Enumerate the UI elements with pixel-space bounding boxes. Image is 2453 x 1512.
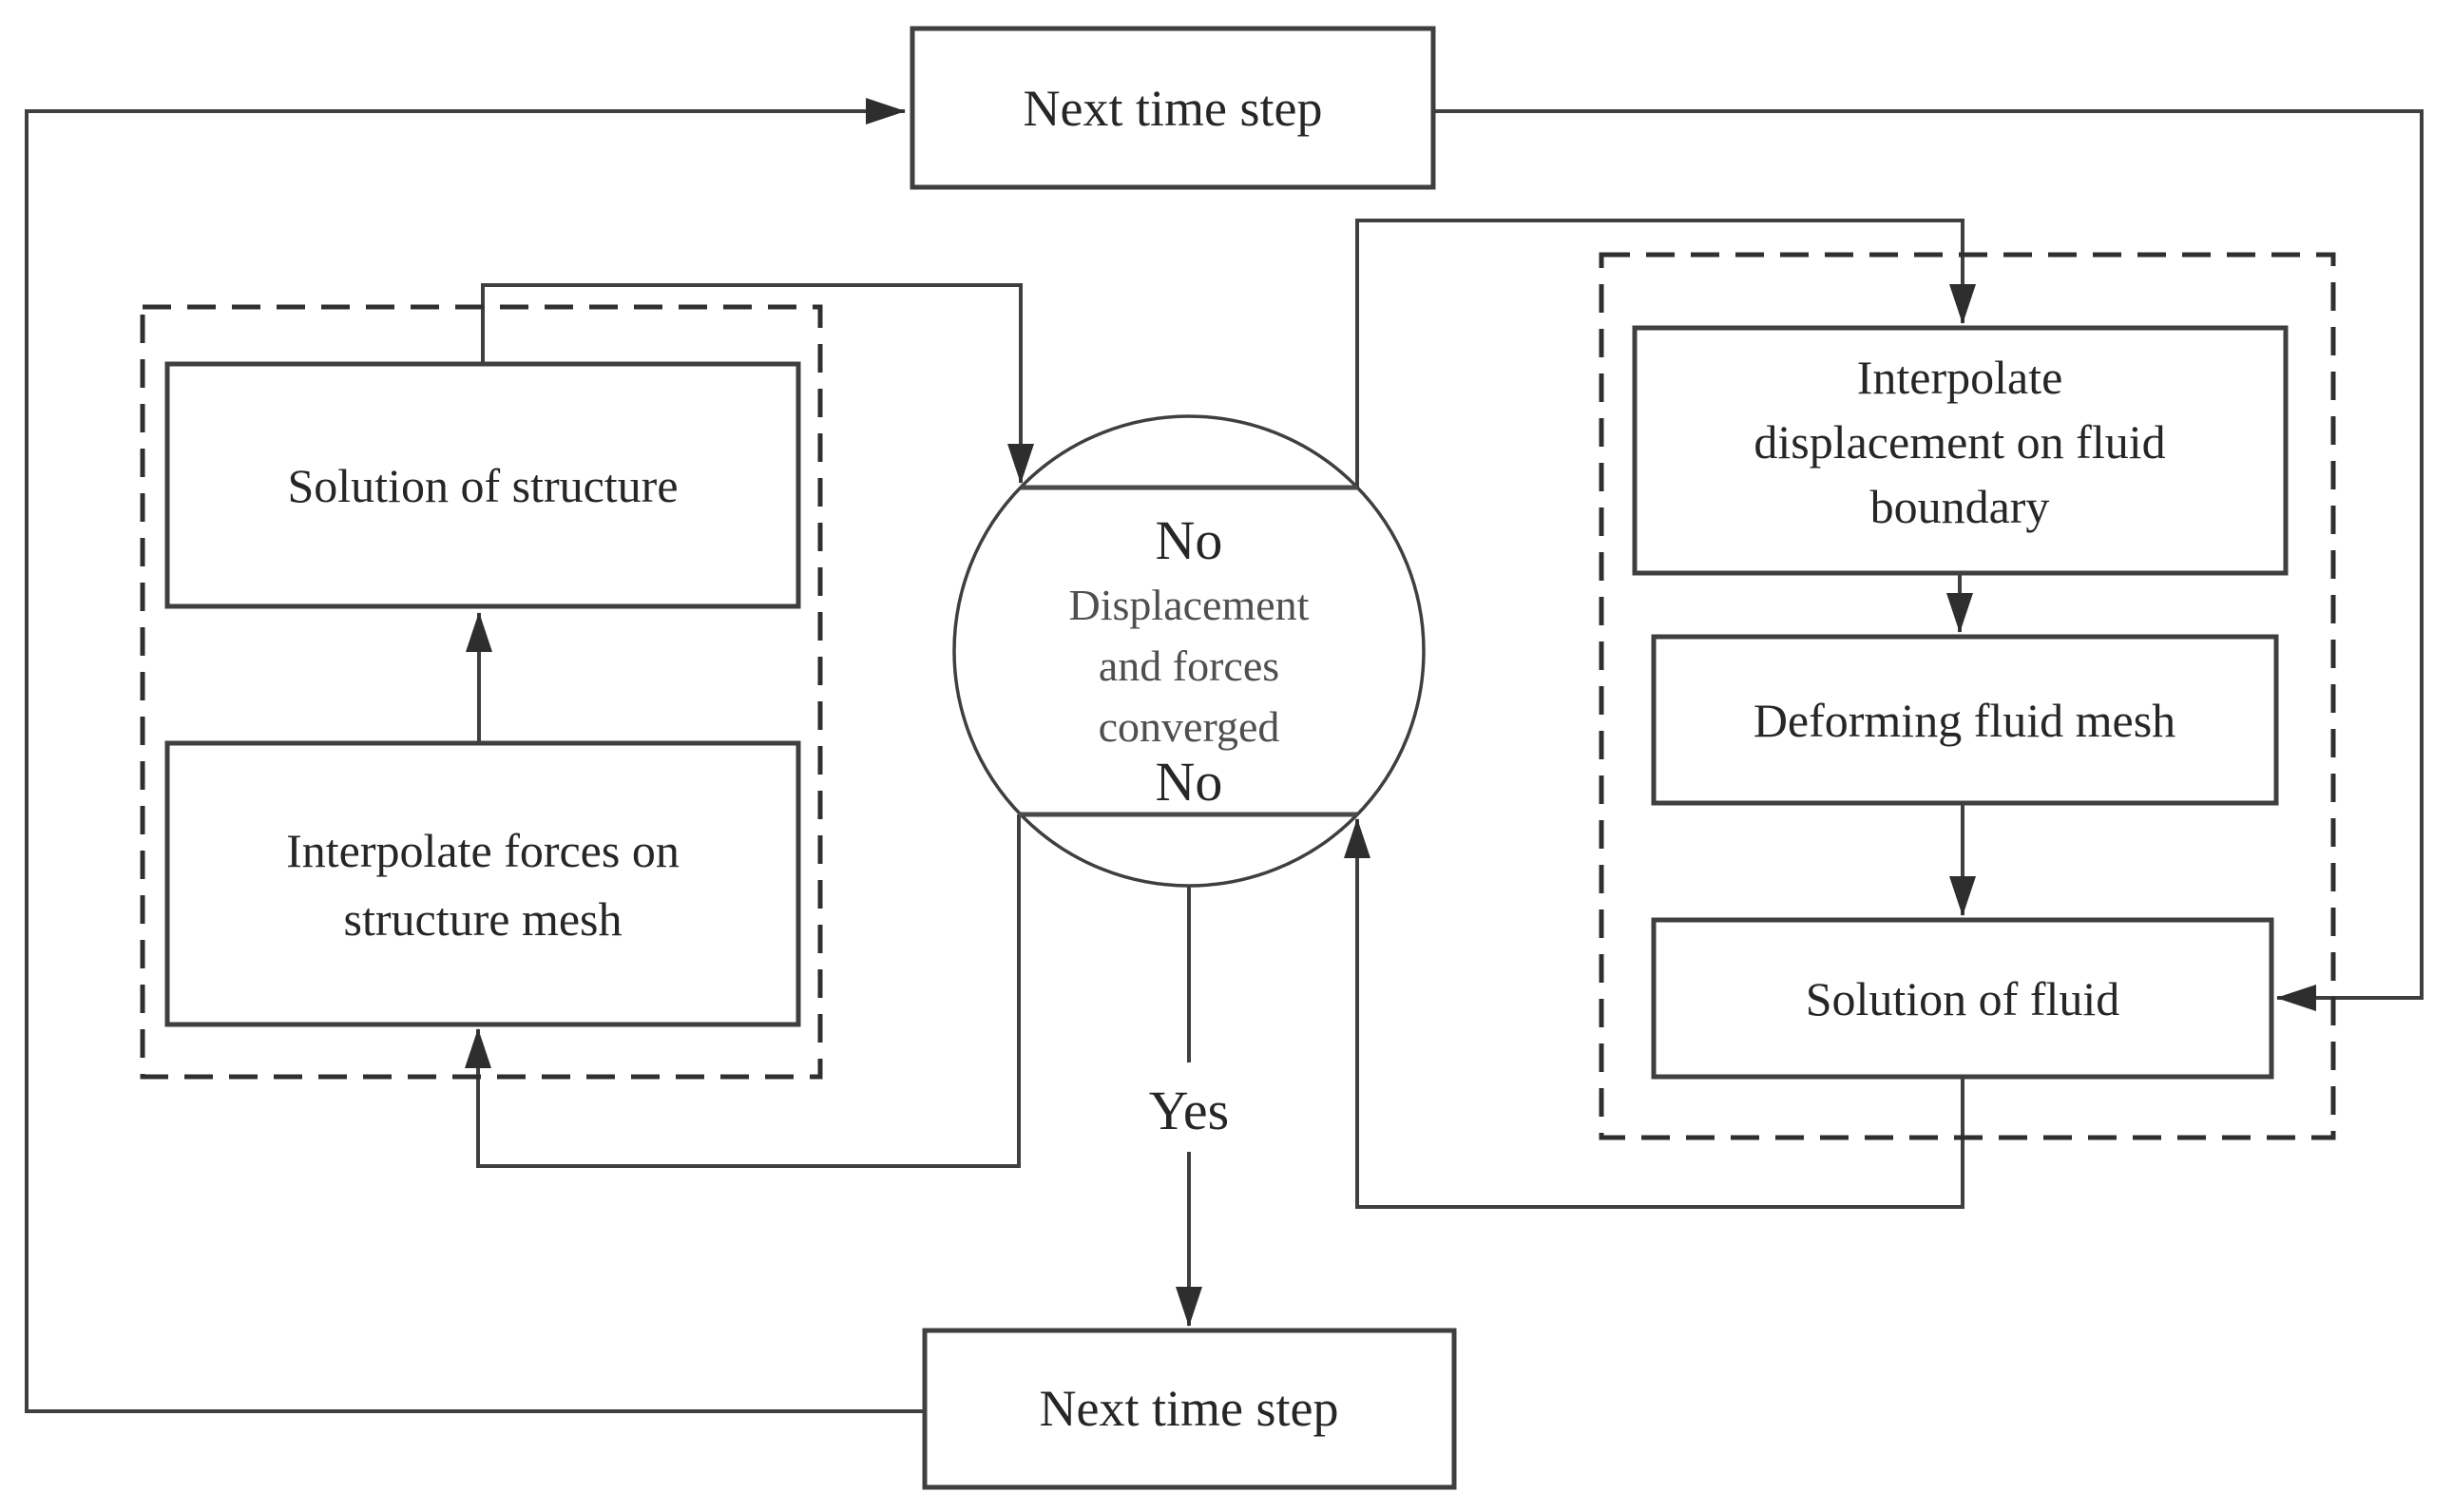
- decision-condition-line1: Displacement: [1069, 581, 1310, 629]
- interpolate-displacement-label-line2: displacement on fluid: [1754, 415, 2165, 469]
- decision-condition-line3: converged: [1099, 702, 1280, 751]
- interpolate-displacement-label-line1: Interpolate: [1857, 351, 2063, 404]
- interpolate-forces-box: [164, 740, 801, 1027]
- interpolate-forces-label-line1: Interpolate forces on: [286, 824, 680, 877]
- deforming-fluid-mesh-box: [1651, 634, 2279, 806]
- convergence-decision-circle: [952, 414, 1426, 888]
- structure-to-decision-connector: [481, 283, 1034, 484]
- fluid-group-dashed-box: [1599, 252, 2336, 1140]
- deforming-fluid-mesh-label: Deforming fluid mesh: [1754, 694, 2175, 747]
- solution-of-structure-box: [164, 361, 801, 609]
- next-time-step-bottom-box: [922, 1328, 1457, 1490]
- loop-bottom-to-top-connector: [25, 98, 925, 1413]
- decision-no-top-label: No: [1156, 509, 1223, 571]
- solution-of-fluid-box: [1651, 917, 2274, 1080]
- fluid-to-decision-connector: [1344, 818, 1964, 1209]
- decision-to-fluid-group-connector: [1355, 219, 1976, 488]
- decision-to-structure-group-connector: [465, 814, 1021, 1168]
- next-time-step-top-label: Next time step: [1024, 80, 1323, 137]
- yes-label: Yes: [1149, 1080, 1229, 1141]
- solution-of-fluid-label: Solution of fluid: [1806, 972, 2120, 1025]
- decision-no-bottom-label: No: [1156, 751, 1223, 813]
- next-time-step-bottom-label: Next time step: [1040, 1380, 1339, 1437]
- interpolate-forces-label-line2: structure mesh: [344, 892, 623, 946]
- interpolate-displacement-label-line3: boundary: [1870, 480, 2050, 533]
- yes-label-mask: [1129, 1062, 1249, 1152]
- next-time-step-top-box: [910, 26, 1436, 190]
- decision-condition-line2: and forces: [1099, 641, 1279, 690]
- structure-group-dashed-box: [140, 304, 823, 1080]
- solution-of-structure-label: Solution of structure: [287, 459, 678, 512]
- top-to-solution-of-fluid-connector: [1433, 109, 2424, 1011]
- interpolate-displacement-box: [1632, 325, 2289, 576]
